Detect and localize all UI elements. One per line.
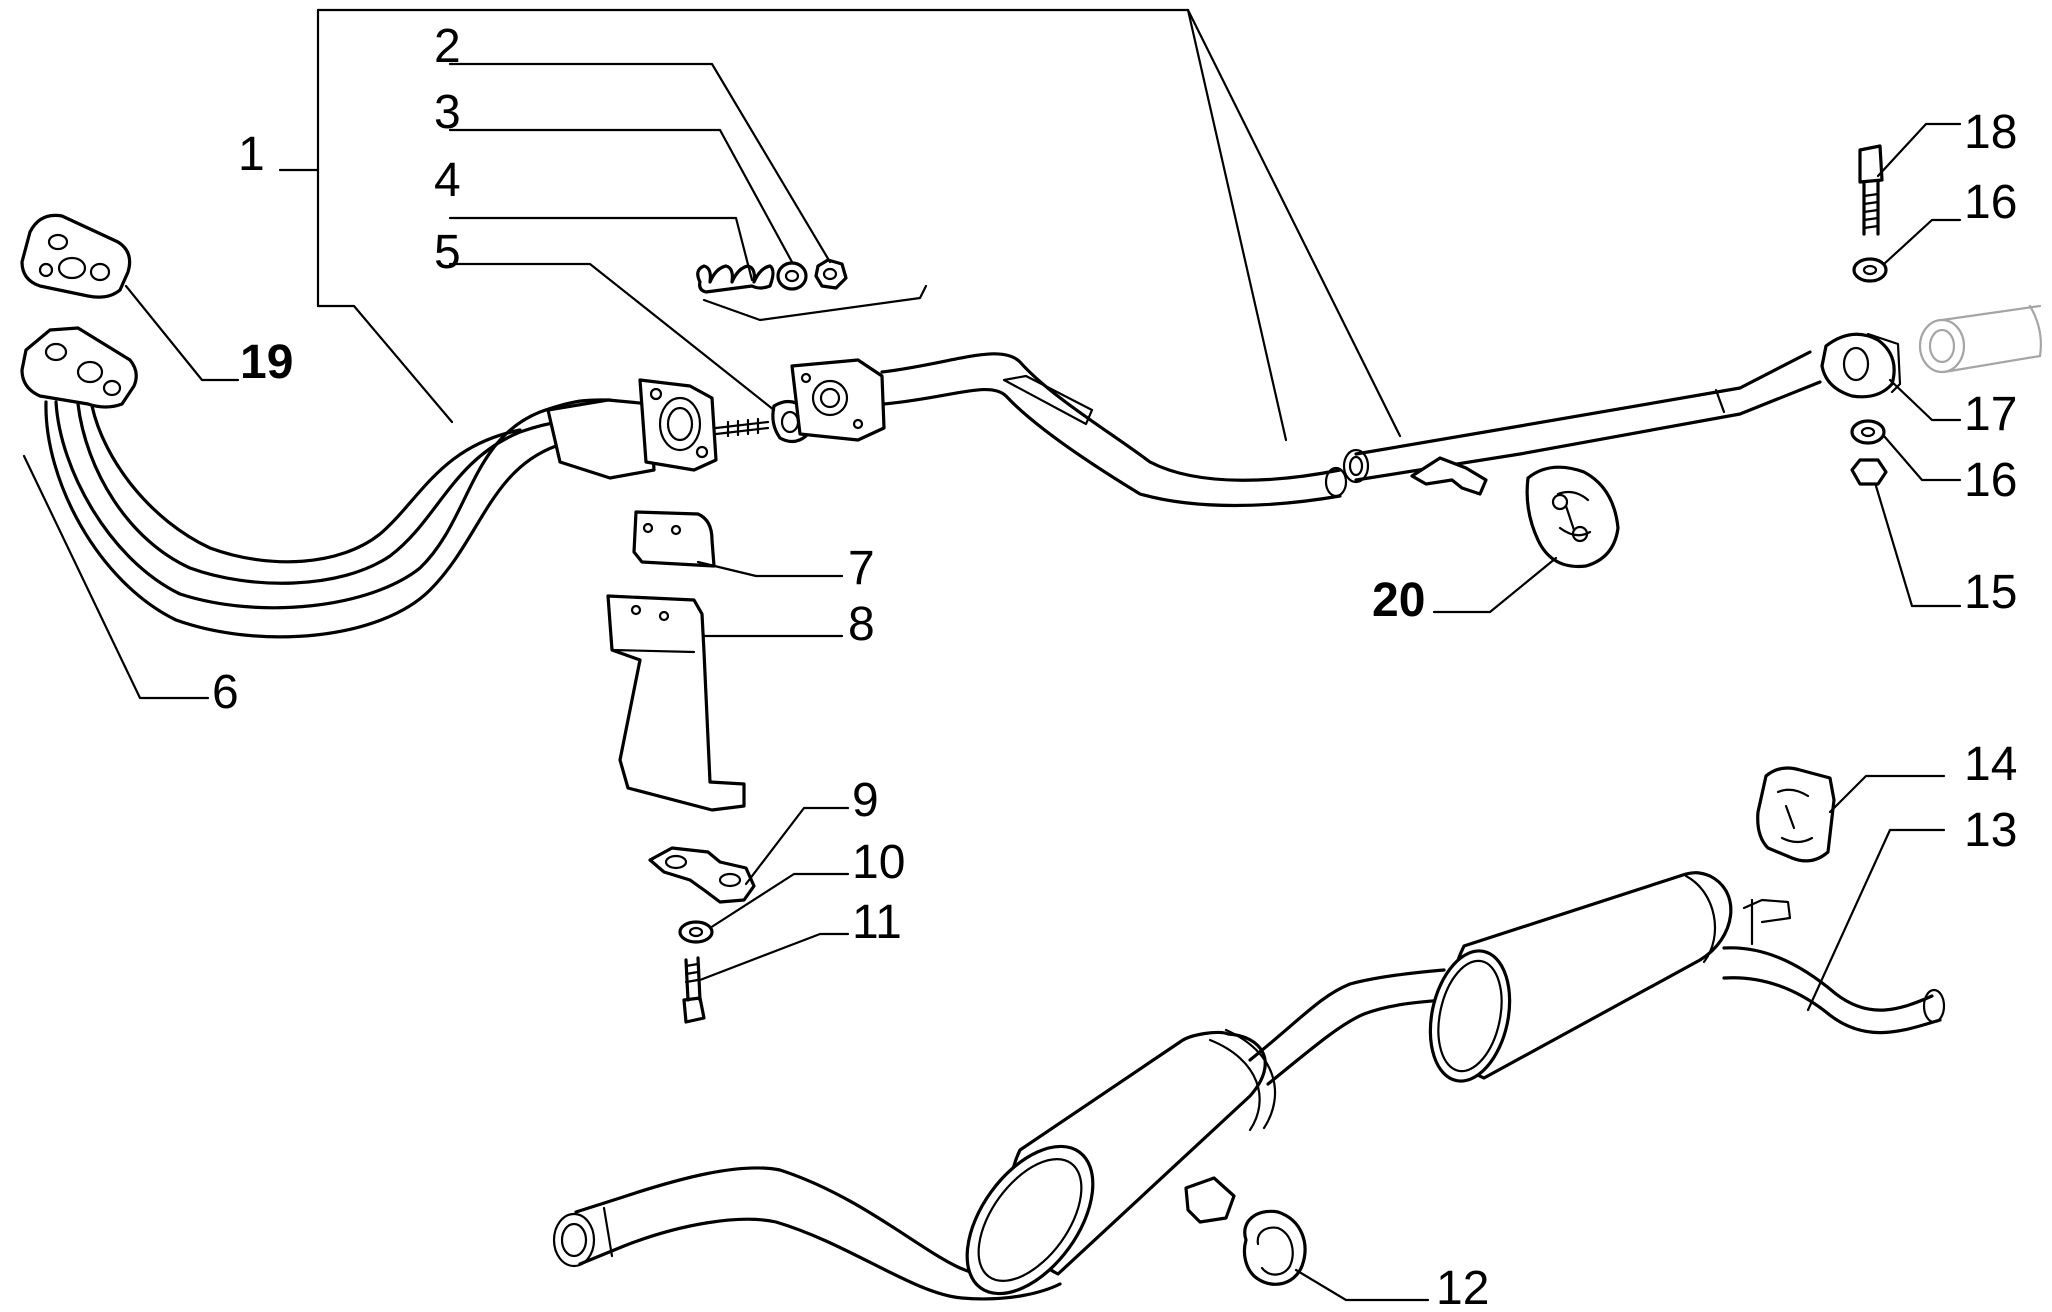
rear-connector-pipe — [1342, 350, 1822, 496]
washer-part-16-upper — [1852, 257, 1888, 283]
washer-part-10 — [678, 920, 714, 944]
front-pipe-assembly — [20, 213, 770, 639]
callout-8: 8 — [848, 598, 875, 651]
callout-16-upper: 16 — [1964, 176, 2017, 229]
washer-part-3 — [776, 261, 808, 291]
callout-14: 14 — [1964, 738, 2017, 791]
pipe-clamp-part-17 — [1820, 332, 1902, 399]
washer-part-16-lower — [1850, 419, 1886, 445]
callout-19: 19 — [240, 336, 293, 389]
callout-12: 12 — [1436, 1262, 1489, 1307]
callout-7: 7 — [848, 542, 875, 595]
callout-18: 18 — [1964, 106, 2017, 159]
manifold-gasket-part-19 — [20, 213, 132, 299]
callout-10: 10 — [852, 836, 905, 889]
callout-6: 6 — [212, 666, 239, 719]
callout-3: 3 — [434, 86, 461, 139]
callout-5: 5 — [434, 226, 461, 279]
tailpipe-reference-outline — [1918, 304, 2042, 374]
callout-13: 13 — [1964, 804, 2017, 857]
callout-16-lower: 16 — [1964, 454, 2017, 507]
nut-part-2 — [814, 258, 848, 290]
spring-part-4 — [696, 264, 775, 294]
callout-1: 1 — [238, 128, 265, 181]
leader-lines — [22, 8, 1962, 1302]
callout-9: 9 — [852, 774, 879, 827]
bolt-part-11 — [682, 956, 706, 1024]
sealing-ring-part-12 — [1242, 1209, 1307, 1286]
callout-labels: 1 2 3 4 5 6 7 8 9 10 11 12 13 14 15 16 1… — [212, 20, 2017, 1312]
callout-17: 17 — [1964, 388, 2017, 441]
intermediate-pipe — [771, 352, 1348, 508]
nut-part-15 — [1850, 458, 1888, 486]
clamp-half-part-9 — [648, 846, 756, 904]
callout-4: 4 — [434, 154, 461, 207]
rubber-mount-part-20 — [1525, 465, 1620, 569]
bolt-part-18 — [1858, 144, 1884, 236]
callout-11: 11 — [852, 896, 902, 949]
callout-2: 2 — [434, 20, 461, 73]
plate-part-7 — [632, 510, 716, 568]
bracket-part-8 — [606, 594, 746, 812]
callout-20: 20 — [1372, 574, 1425, 627]
rear-silencer-assembly — [552, 871, 1946, 1301]
rubber-mount-part-14 — [1756, 766, 1836, 863]
callout-15: 15 — [1964, 566, 2017, 619]
